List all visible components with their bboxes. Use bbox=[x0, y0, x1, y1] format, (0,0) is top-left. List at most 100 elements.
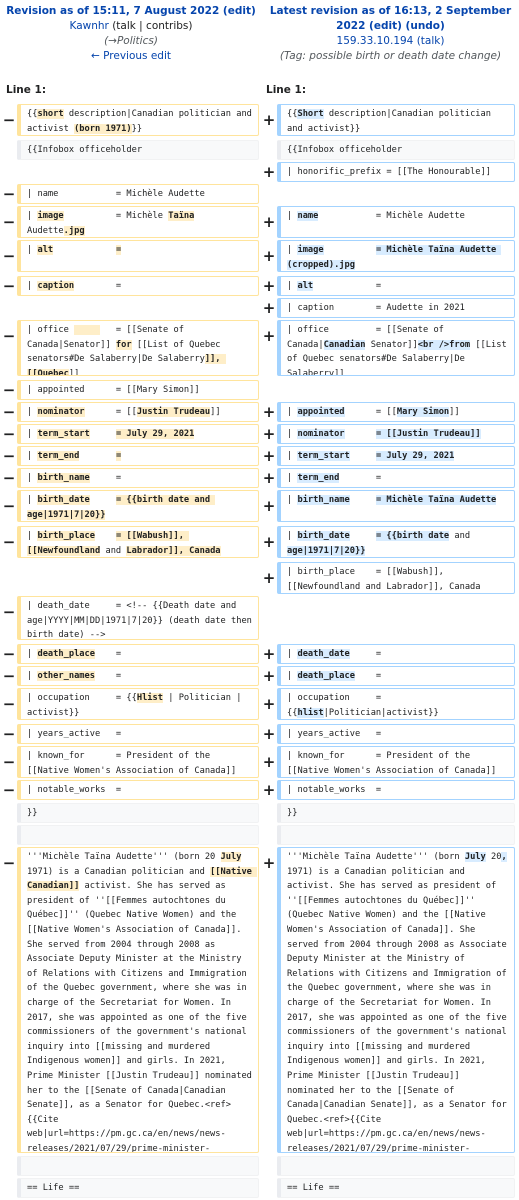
minus-marker-icon: − bbox=[2, 185, 16, 203]
changed-text: birth_date bbox=[37, 495, 90, 505]
changed-text: Labrador]], Canada bbox=[126, 545, 221, 556]
changed-text: .jpg bbox=[63, 225, 85, 236]
changed-text: birth_name bbox=[297, 495, 350, 505]
plus-marker-icon: + bbox=[262, 277, 276, 295]
old-deleted-line: {{short description|Canadian politician … bbox=[17, 104, 259, 136]
plus-marker-icon: + bbox=[262, 781, 276, 799]
minus-marker-icon: − bbox=[2, 403, 16, 421]
minus-marker-icon: − bbox=[2, 111, 16, 129]
plus-marker-icon: + bbox=[262, 854, 276, 872]
plus-marker-icon: + bbox=[262, 695, 276, 713]
plus-marker-icon: + bbox=[262, 497, 276, 515]
minus-marker-icon: − bbox=[2, 277, 16, 295]
new-added-line: | name = Michèle Audette bbox=[277, 206, 515, 238]
minus-marker-icon: − bbox=[2, 725, 16, 743]
new-added-line: '''Michèle Taïna Audette''' (born July 2… bbox=[277, 847, 515, 1153]
old-context-line: == Life == bbox=[17, 1178, 259, 1198]
plus-marker-icon: + bbox=[262, 667, 276, 685]
new-added-line: | birth_place = [[Wabush]], [[Newfoundla… bbox=[277, 562, 515, 594]
changed-text: (born 1971) bbox=[74, 123, 132, 134]
old-revision-talk[interactable]: (talk | contribs) bbox=[112, 20, 193, 32]
plus-marker-icon: + bbox=[262, 569, 276, 587]
changed-text: alt bbox=[37, 245, 54, 255]
changed-text: death_date bbox=[297, 649, 350, 659]
changed-text: = Michèle Taïna Audette bbox=[375, 495, 497, 505]
old-deleted-line: | birth_name = bbox=[17, 468, 259, 488]
new-added-line: | known_for = President of the [[Native … bbox=[277, 746, 515, 778]
changed-text: Justin Trudeau bbox=[136, 407, 211, 417]
changed-text: name bbox=[297, 211, 319, 221]
new-context-line bbox=[277, 1156, 515, 1176]
minus-marker-icon: − bbox=[2, 753, 16, 771]
minus-marker-icon: − bbox=[2, 667, 16, 685]
changed-text: = {{birth date bbox=[375, 531, 450, 541]
changed-text: alt bbox=[297, 281, 314, 291]
changed-text: = [[Justin Trudeau]] bbox=[375, 429, 481, 439]
new-revision-header: Latest revision as of 16:13, 2 September… bbox=[262, 4, 519, 64]
changed-text: = bbox=[115, 245, 122, 255]
new-added-line: | death_date = bbox=[277, 644, 515, 664]
new-added-line: | notable_works = bbox=[277, 780, 515, 800]
old-revision-title[interactable]: Revision as of 15:11, 7 August 2022 (edi… bbox=[6, 5, 256, 17]
changed-text: = July 29, 2021 bbox=[115, 429, 195, 439]
old-deleted-line: | birth_date = {{birth date and age|1971… bbox=[17, 490, 259, 522]
changed-text: July bbox=[220, 852, 242, 862]
new-added-line: | birth_name = Michèle Taïna Audette bbox=[277, 490, 515, 522]
new-revision-tag[interactable]: (Tag: possible birth or death date chang… bbox=[279, 50, 502, 62]
new-added-line: | term_end = bbox=[277, 468, 515, 488]
old-context-line: }} bbox=[17, 803, 259, 823]
new-context-line: }} bbox=[277, 803, 515, 823]
new-context-line bbox=[277, 825, 515, 845]
minus-marker-icon: − bbox=[2, 247, 16, 265]
changed-text: term_end bbox=[297, 473, 340, 483]
changed-text: image bbox=[37, 211, 64, 221]
old-deleted-line: | death_date = <!-- {{Death date and age… bbox=[17, 596, 259, 640]
changed-text: term_start bbox=[297, 451, 350, 461]
minus-marker-icon: − bbox=[2, 447, 16, 465]
new-context-line: {{Infobox officeholder bbox=[277, 140, 515, 160]
old-deleted-line: | term_end = bbox=[17, 446, 259, 466]
minus-marker-icon: − bbox=[2, 469, 16, 487]
plus-marker-icon: + bbox=[262, 247, 276, 265]
minus-marker-icon: − bbox=[2, 497, 16, 515]
old-revision-summary: (→Politics) bbox=[104, 35, 158, 47]
changed-text: death_place bbox=[297, 671, 356, 681]
plus-marker-icon: + bbox=[262, 299, 276, 317]
plus-marker-icon: + bbox=[262, 469, 276, 487]
old-deleted-line: | notable_works = bbox=[17, 780, 259, 800]
changed-text: for bbox=[115, 339, 132, 350]
changed-text: = bbox=[115, 451, 122, 461]
old-deleted-line: '''Michèle Taïna Audette''' (born 20 Jul… bbox=[17, 847, 259, 1153]
minus-marker-icon: − bbox=[2, 603, 16, 621]
new-revision-user[interactable]: 159.33.10.194 (talk) bbox=[336, 35, 445, 47]
new-added-line: | appointed = [[Mary Simon]] bbox=[277, 402, 515, 422]
changed-text: Canadian bbox=[323, 339, 366, 350]
new-added-line: {{Short description|Canadian politician … bbox=[277, 104, 515, 136]
minus-marker-icon: − bbox=[2, 213, 16, 231]
minus-marker-icon: − bbox=[2, 381, 16, 399]
new-revision-title[interactable]: Latest revision as of 16:13, 2 September… bbox=[269, 5, 512, 32]
old-context-line bbox=[17, 825, 259, 845]
changed-text: appointed bbox=[297, 407, 345, 417]
new-added-line: | honorific_prefix = [[The Honourable]] bbox=[277, 162, 515, 182]
plus-marker-icon: + bbox=[262, 163, 276, 181]
changed-text: term_end bbox=[37, 451, 80, 461]
plus-marker-icon: + bbox=[262, 327, 276, 345]
old-deleted-line: | death_place = bbox=[17, 644, 259, 664]
old-deleted-line: | caption = bbox=[17, 276, 259, 296]
plus-marker-icon: + bbox=[262, 533, 276, 551]
old-revision-header: Revision as of 15:11, 7 August 2022 (edi… bbox=[0, 4, 262, 64]
new-added-line: | office = [[Senate of Canada|Canadian S… bbox=[277, 320, 515, 376]
changed-text: age|1971|7|20}} bbox=[287, 545, 366, 556]
old-revision-user[interactable]: Kawnhr bbox=[69, 20, 109, 32]
minus-marker-icon: − bbox=[2, 854, 16, 872]
old-deleted-line: | years_active = bbox=[17, 724, 259, 744]
previous-edit-link[interactable]: ← Previous edit bbox=[90, 50, 171, 62]
changed-text: term_start bbox=[37, 429, 90, 439]
changed-text: image bbox=[297, 245, 324, 255]
minus-marker-icon: − bbox=[2, 781, 16, 799]
minus-marker-icon: − bbox=[2, 645, 16, 663]
old-deleted-line: | other_names = bbox=[17, 666, 259, 686]
changed-text: hlist bbox=[297, 707, 324, 718]
old-context-line: {{Infobox officeholder bbox=[17, 140, 259, 160]
